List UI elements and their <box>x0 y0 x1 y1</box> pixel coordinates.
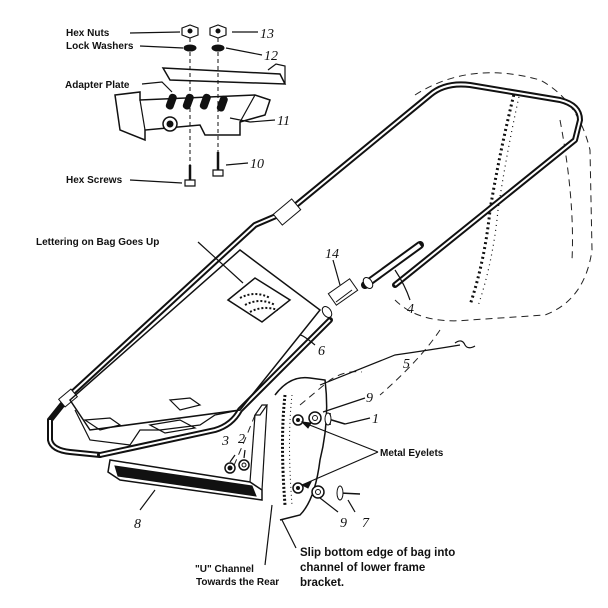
part-number-6: 6 <box>318 344 325 359</box>
part-number-3: 3 <box>221 434 229 449</box>
part-number-7: 7 <box>362 516 370 531</box>
hardware-left <box>224 459 250 474</box>
part-number-1: 1 <box>372 412 379 427</box>
adapter-plate-assembly <box>114 24 287 187</box>
part-number-9-upper: 9 <box>366 391 373 406</box>
label-adapter-plate: Adapter Plate <box>65 80 130 91</box>
part-number-13: 13 <box>260 27 274 42</box>
label-slip-3: bracket. <box>300 577 344 589</box>
bag-seam <box>468 89 521 307</box>
callout-labels: Hex Nuts Lock Washers Adapter Plate Hex … <box>36 28 455 589</box>
label-slip-2: channel of lower frame <box>300 562 425 574</box>
label-hex-nuts: Hex Nuts <box>66 28 110 39</box>
part-number-4: 4 <box>407 302 414 317</box>
label-slip-1: Slip bottom edge of bag into <box>300 547 455 559</box>
part-number-5: 5 <box>403 357 410 372</box>
leader-lines <box>129 31 476 566</box>
part-number-9-lower: 9 <box>340 516 347 531</box>
label-metal-eyelets: Metal Eyelets <box>380 448 444 459</box>
lower-frame-bracket <box>107 404 269 501</box>
label-hex-screws: Hex Screws <box>66 175 123 186</box>
bag-bottom-panel <box>69 249 322 446</box>
label-lock-washers: Lock Washers <box>66 41 134 52</box>
bag-lettering-label <box>226 277 292 323</box>
part-number-10: 10 <box>250 157 264 172</box>
part-number-8: 8 <box>134 517 141 532</box>
label-lettering: Lettering on Bag Goes Up <box>36 237 159 248</box>
hardware-right <box>292 411 361 501</box>
label-u-channel-1: "U" Channel <box>195 564 254 575</box>
part-number-2: 2 <box>238 432 245 447</box>
label-u-channel-2: Towards the Rear <box>196 577 279 588</box>
frame-tubes <box>47 81 583 458</box>
part-number-labels: 13 12 11 10 14 4 6 5 9 1 3 2 8 9 7 <box>134 27 414 532</box>
part-number-14: 14 <box>325 247 339 262</box>
part-number-12: 12 <box>264 49 278 64</box>
part-number-11: 11 <box>277 114 290 129</box>
eyelet-arrowheads <box>300 421 312 489</box>
